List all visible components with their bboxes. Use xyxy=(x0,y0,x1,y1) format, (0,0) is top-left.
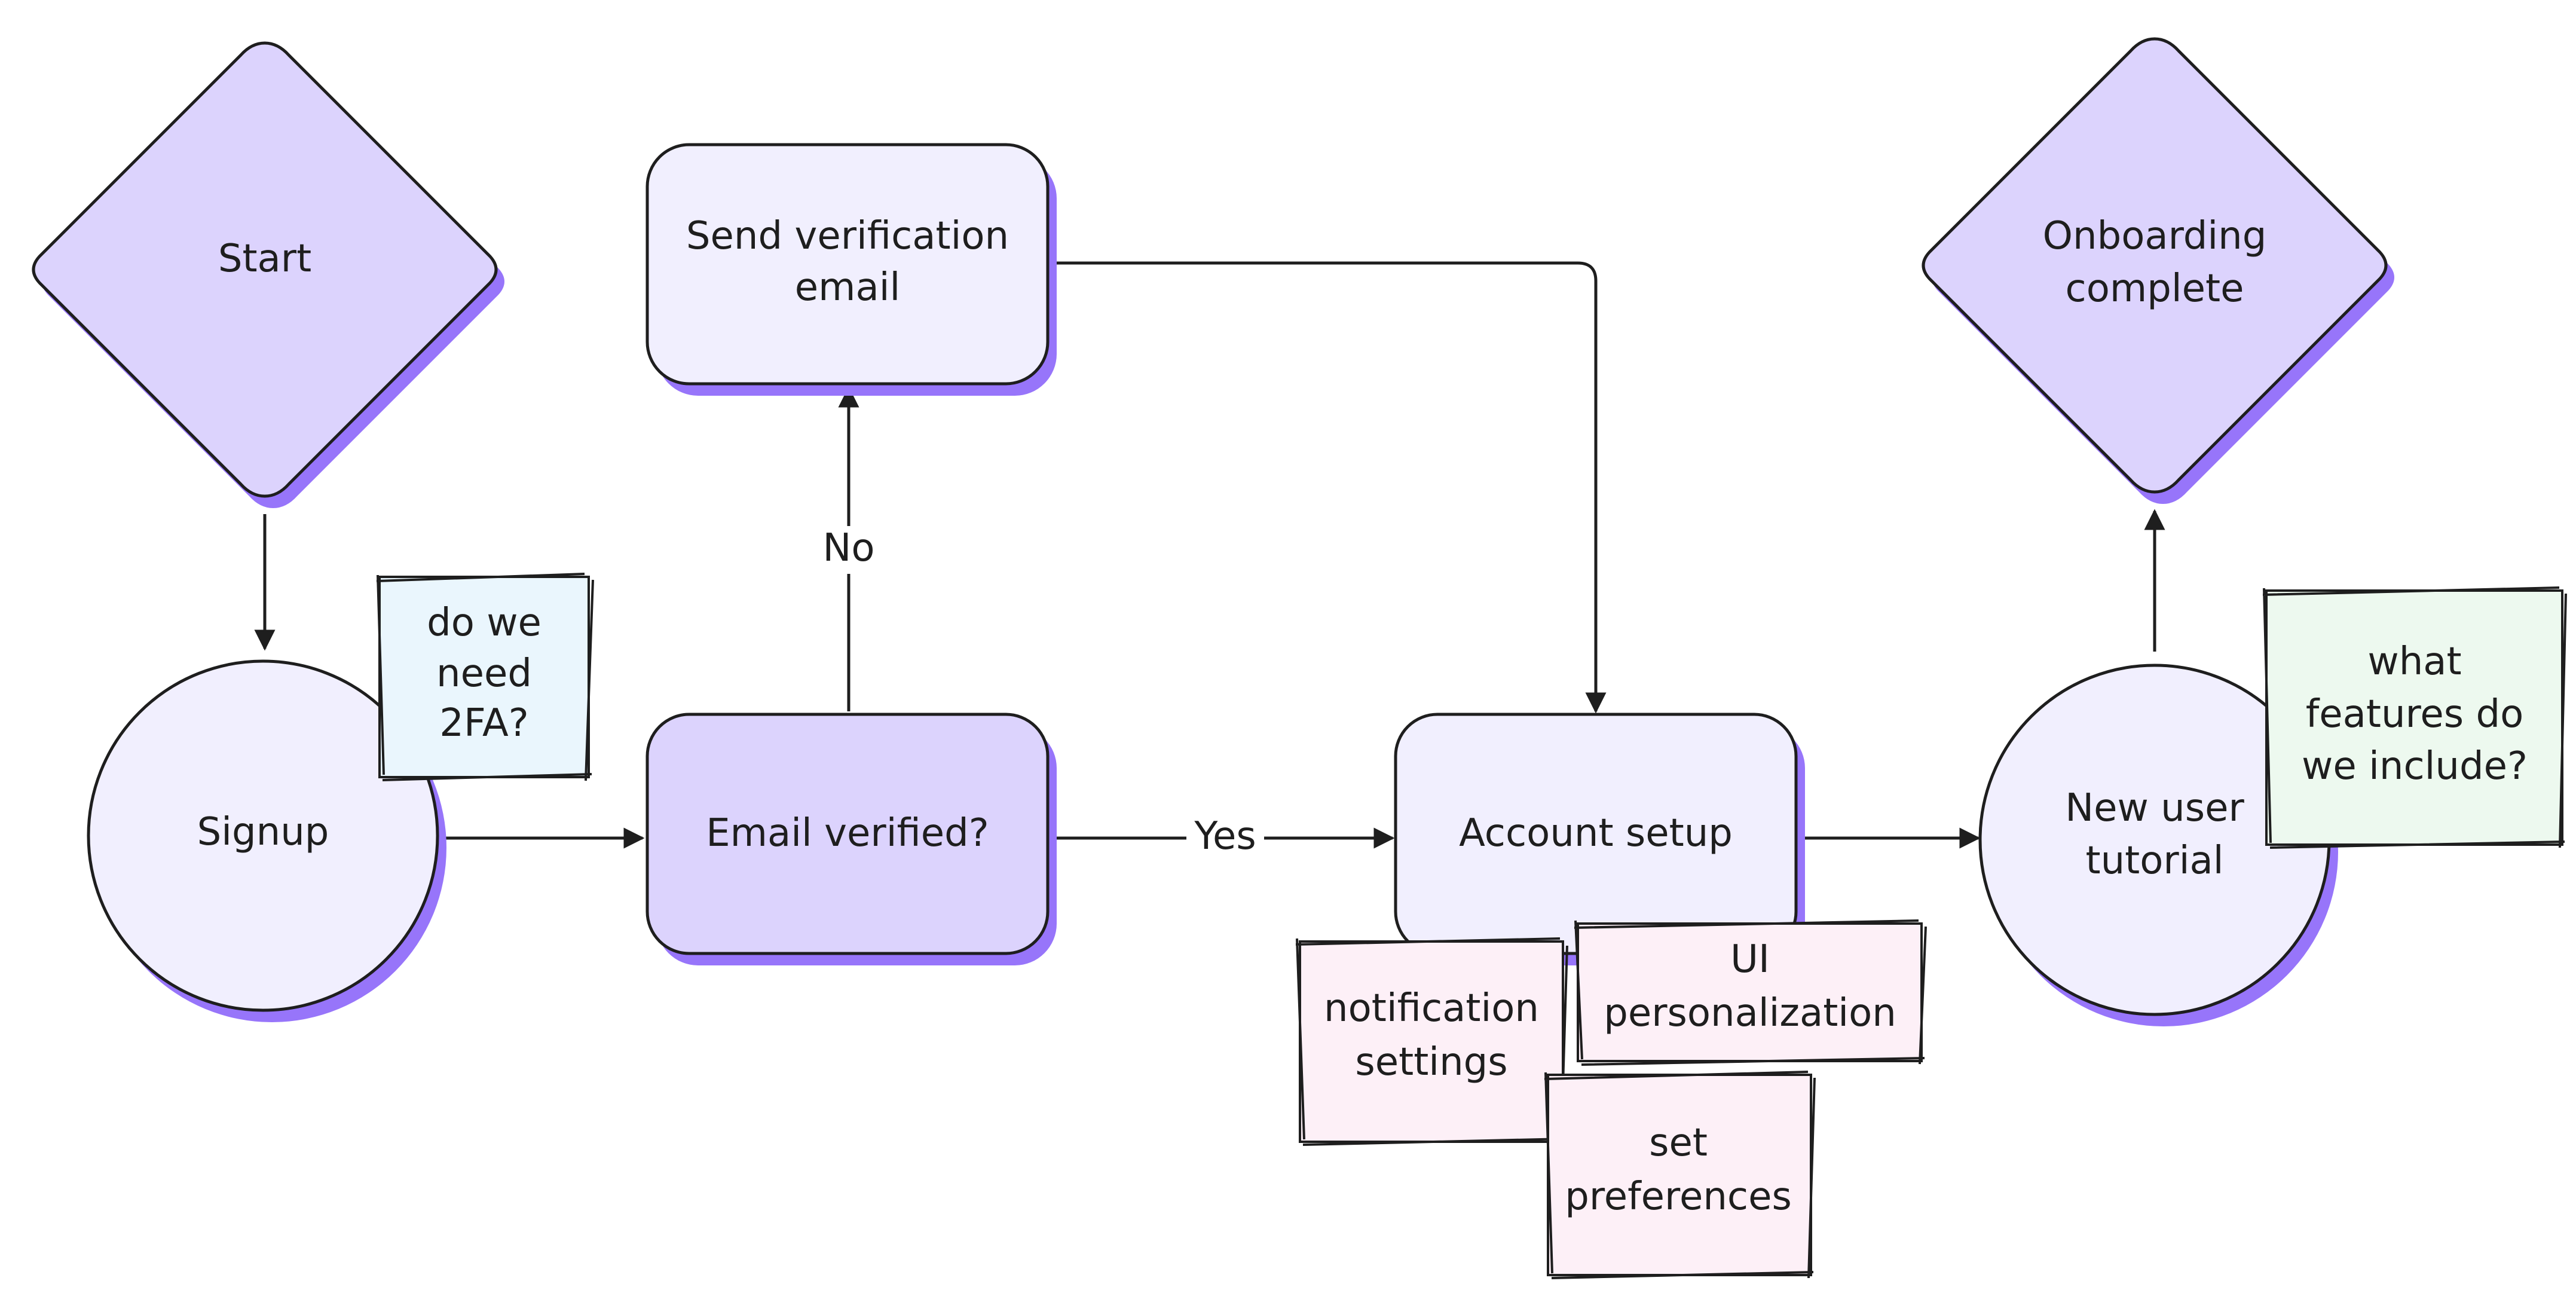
svg-text:tutorial: tutorial xyxy=(2086,839,2224,883)
node-new-user-tutorial[interactable]: New user tutorial xyxy=(1978,664,2338,1026)
svg-text:need: need xyxy=(436,652,532,696)
svg-text:2FA?: 2FA? xyxy=(439,701,528,745)
svg-text:what: what xyxy=(2367,640,2461,684)
node-start[interactable]: Start xyxy=(32,41,504,508)
svg-text:Onboarding: Onboarding xyxy=(2043,214,2267,258)
node-start-label: Start xyxy=(218,237,311,281)
node-onboarding-complete[interactable]: Onboarding complete xyxy=(1922,37,2394,504)
svg-text:set: set xyxy=(1649,1121,1708,1165)
svg-text:do we: do we xyxy=(427,601,541,645)
note-features[interactable]: what features do we include? xyxy=(2262,586,2567,849)
note-2fa[interactable]: do we need 2FA? xyxy=(376,573,594,781)
node-account-setup[interactable]: Account setup xyxy=(1394,713,1805,965)
note-set-preferences[interactable]: set preferences xyxy=(1544,1071,1816,1279)
svg-text:Account setup: Account setup xyxy=(1459,811,1733,855)
edge-label-no: No xyxy=(822,526,876,574)
svg-text:Send verification: Send verification xyxy=(686,214,1009,258)
node-signup-label: Signup xyxy=(197,810,329,854)
svg-text:notification: notification xyxy=(1324,986,1539,1031)
edge-send-verification-to-account-setup xyxy=(1055,261,1607,714)
svg-text:Start: Start xyxy=(218,237,311,281)
note-notification-settings[interactable]: notification settings xyxy=(1295,937,1568,1146)
svg-text:No: No xyxy=(822,526,874,570)
node-signup[interactable]: Signup xyxy=(87,659,446,1022)
svg-text:settings: settings xyxy=(1355,1040,1507,1084)
note-ui-personalization[interactable]: UI personalization xyxy=(1574,919,1927,1066)
svg-text:complete: complete xyxy=(2066,267,2244,311)
node-email-verified[interactable]: Email verified? xyxy=(645,713,1057,965)
node-send-verification-email[interactable]: Send verification email xyxy=(645,143,1057,396)
edge-label-yes: Yes xyxy=(1186,814,1264,862)
svg-text:personalization: personalization xyxy=(1604,991,1896,1035)
svg-text:Email verified?: Email verified? xyxy=(706,811,989,855)
svg-text:Yes: Yes xyxy=(1194,814,1256,858)
svg-text:preferences: preferences xyxy=(1565,1175,1792,1219)
svg-text:email: email xyxy=(795,265,901,310)
svg-text:features do: features do xyxy=(2306,692,2524,736)
svg-text:UI: UI xyxy=(1730,937,1770,982)
svg-text:we include?: we include? xyxy=(2302,744,2528,788)
svg-text:New user: New user xyxy=(2065,786,2244,830)
svg-text:Signup: Signup xyxy=(197,810,329,854)
